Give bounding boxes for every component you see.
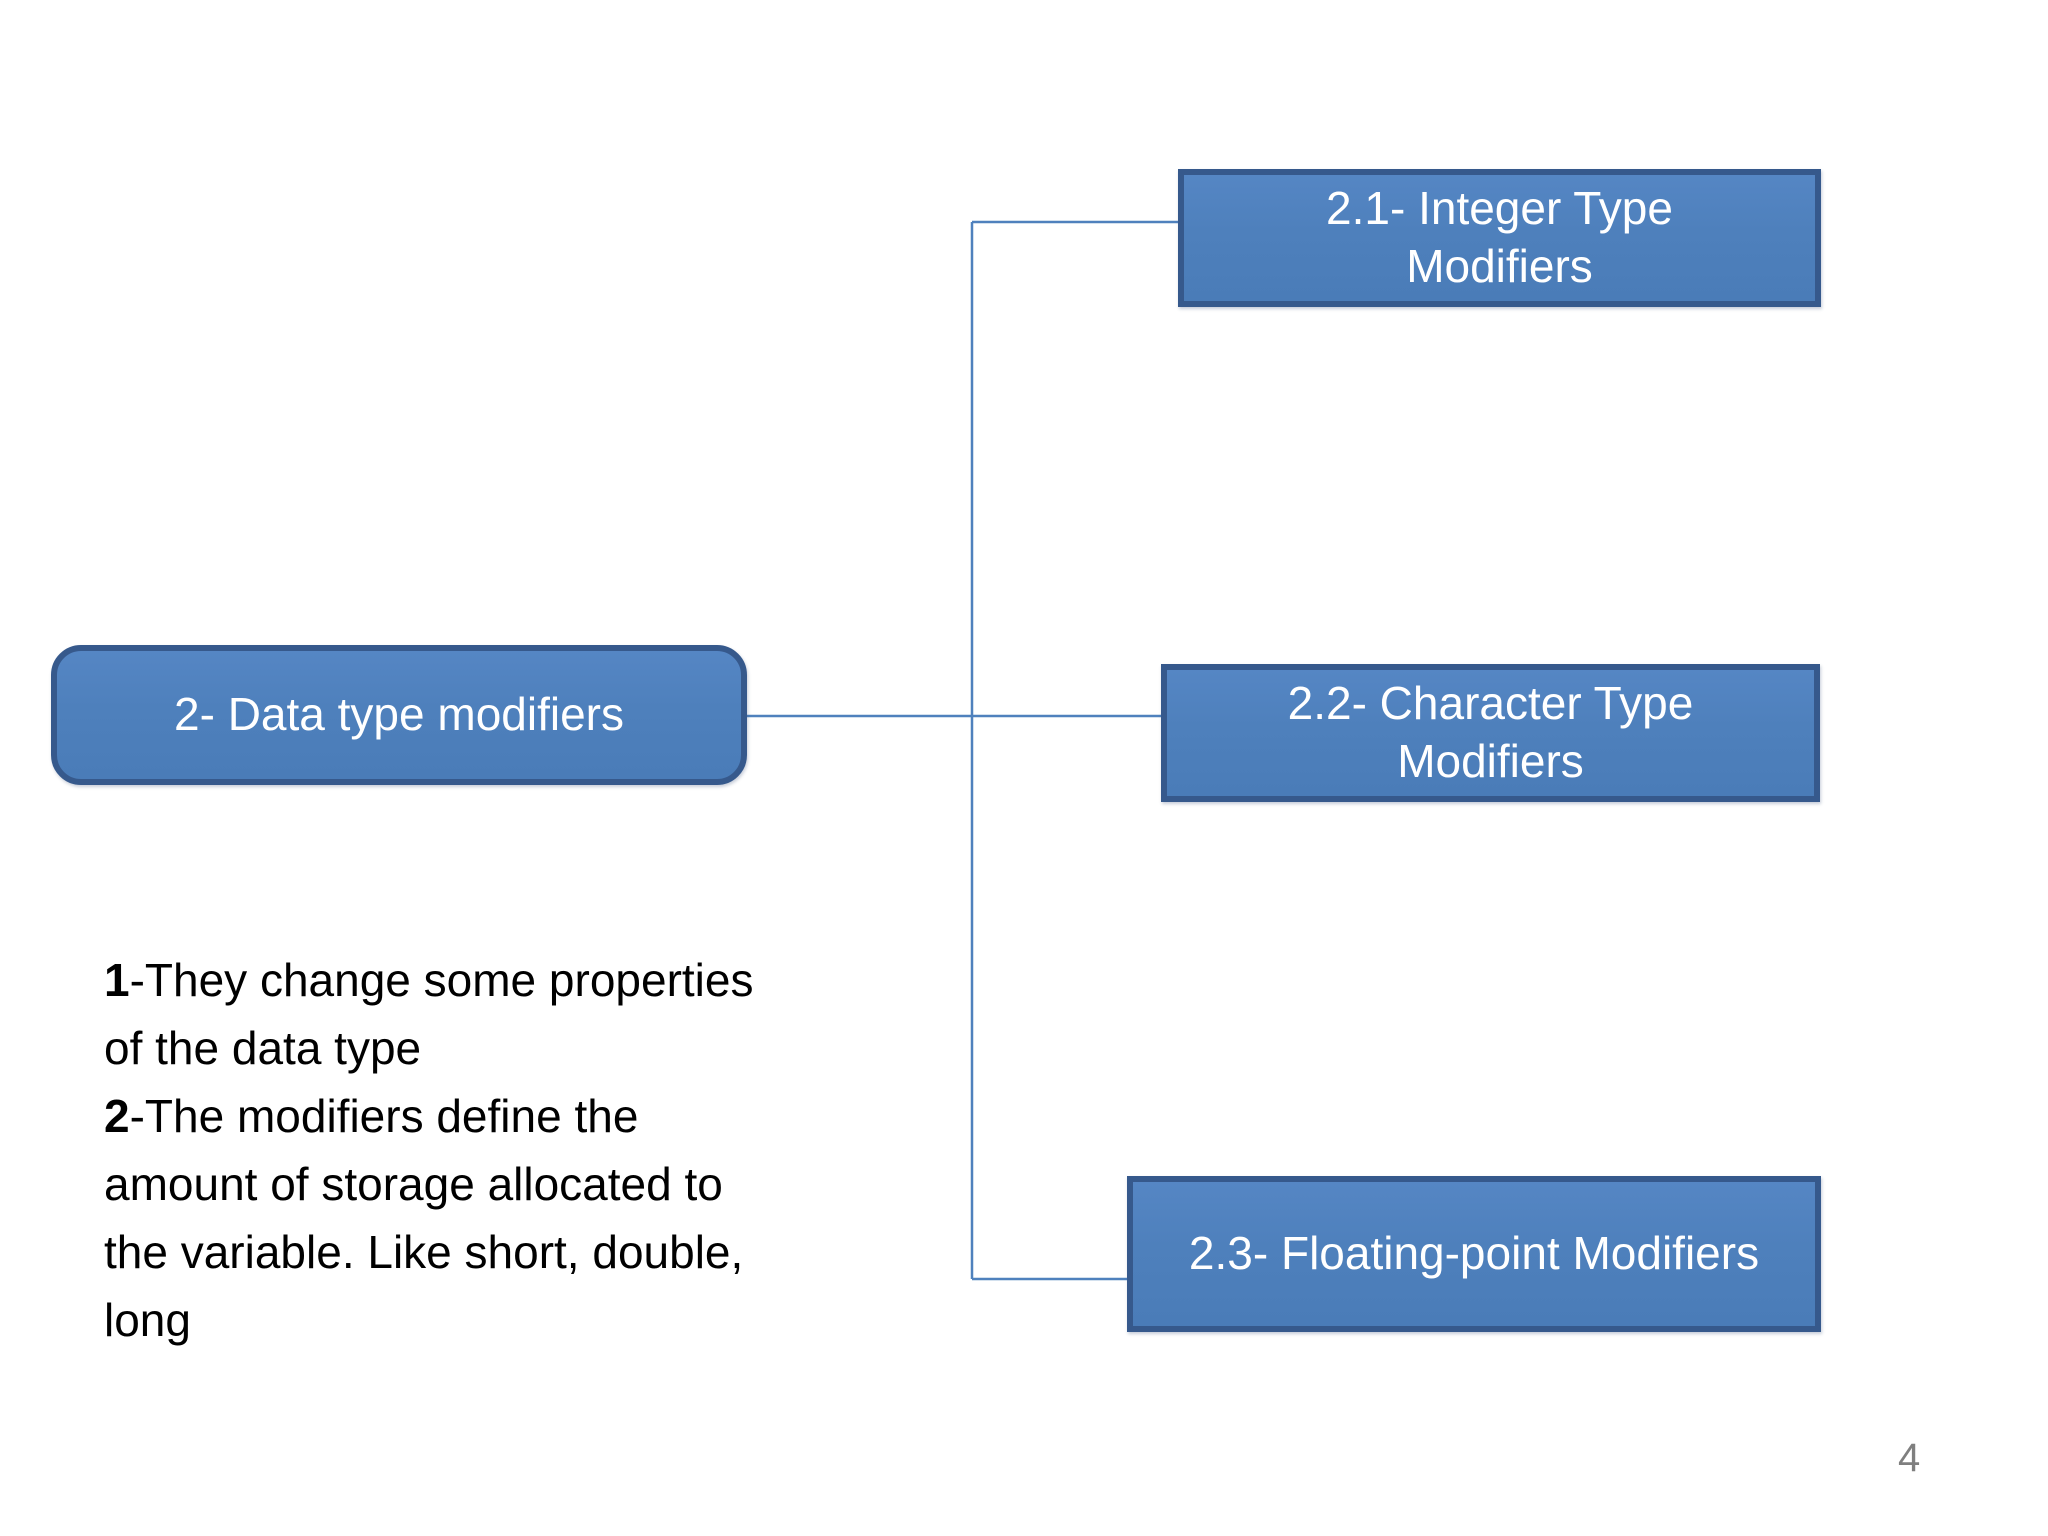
node-label: 2- Data type modifiers [174,688,624,741]
notes-line-text: -They change some properties [129,954,754,1006]
notes-line: the variable. Like short, double, [104,1218,834,1286]
node-label-line: 2.2- Character Type [1287,677,1694,730]
notes-line-text: amount of storage allocated to [104,1158,723,1210]
node-label-line: 2.3- Floating-point Modifiers [1188,1227,1760,1280]
node-label-line: Modifiers [1406,240,1593,292]
notes-line-text: of the data type [104,1022,422,1074]
notes-line-text: -The modifiers define the [129,1090,639,1142]
notes-line: amount of storage allocated to [104,1150,834,1218]
notes-text: 1-They change some properties of the dat… [104,946,834,1354]
notes-line: long [104,1286,834,1354]
notes-bold-number: 2 [104,1090,130,1142]
node-label-line: 2.1- Integer Type [1326,182,1673,235]
node-data-type-modifiers: 2- Data type modifiers [51,645,747,785]
notes-bold-number: 1 [104,954,130,1006]
node-integer-type-modifiers: 2.1- Integer Type Modifiers [1178,169,1821,307]
notes-line: 2-The modifiers define the [104,1082,834,1150]
node-character-type-modifiers: 2.2- Character Type Modifiers [1161,664,1820,802]
notes-line: 1-They change some properties [104,946,834,1014]
notes-line-text: long [104,1294,191,1346]
notes-line-text: the variable. Like short, double, [104,1226,744,1278]
node-label-line: Modifiers [1397,735,1584,787]
page-number: 4 [1898,1436,1921,1480]
notes-line: of the data type [104,1014,834,1082]
node-floating-point-modifiers: 2.3- Floating-point Modifiers [1127,1176,1821,1332]
